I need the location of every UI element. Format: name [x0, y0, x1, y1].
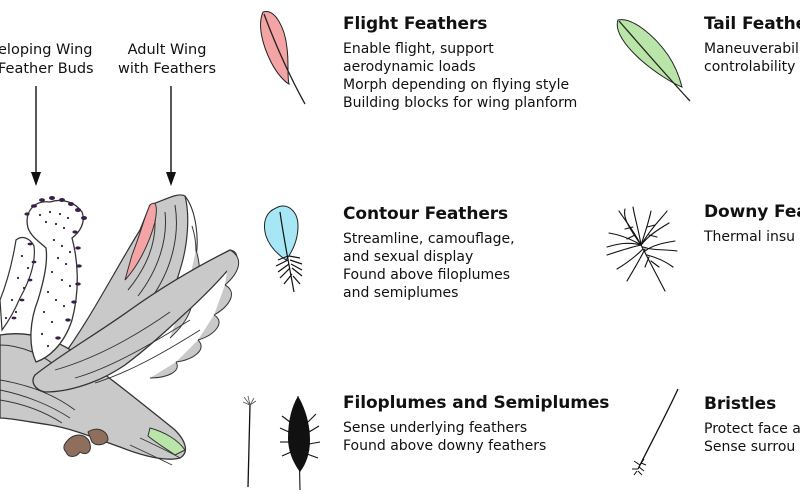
- bird-illustration: [0, 194, 240, 466]
- flight-feathers-block: Flight Feathers Enable flight, support a…: [343, 14, 578, 111]
- filoplumes-title: Filoplumes and Semiplumes: [343, 393, 610, 413]
- downy-feathers-block: Downy Fea Thermal insu: [704, 202, 800, 246]
- front-wing: [32, 249, 240, 393]
- flight-feathers-title: Flight Feathers: [343, 14, 488, 34]
- tail-feathers-title: Tail Feathe: [704, 14, 800, 34]
- flight-feather-icon: [260, 11, 306, 105]
- tail-feather-icon: [616, 19, 691, 102]
- filoplume-icon: [242, 395, 257, 488]
- adult-wing-label: Adult Wing with Feathers: [118, 42, 217, 77]
- semiplume-icon: [279, 395, 321, 491]
- filoplumes-block: Filoplumes and Semiplumes Sense underlyi…: [343, 393, 610, 454]
- contour-feather-icon: [263, 205, 303, 293]
- bristles-block: Bristles Protect face a Sense surrou: [704, 394, 800, 455]
- bristles-title: Bristles: [704, 394, 777, 414]
- developing-wing: [0, 196, 87, 363]
- bristle-icon: [632, 388, 679, 476]
- contour-feathers-title: Contour Feathers: [343, 204, 509, 224]
- downy-feathers-title: Downy Fea: [704, 202, 800, 222]
- contour-feathers-block: Contour Feathers Streamline, camouflage,…: [343, 204, 515, 301]
- developing-wing-label: eloping Wing Feather Buds: [0, 42, 94, 77]
- downy-feather-icon: [606, 206, 678, 292]
- bird-feet: [63, 428, 109, 457]
- tail-feathers-block: Tail Feathe Maneuverabil controlability: [704, 14, 800, 76]
